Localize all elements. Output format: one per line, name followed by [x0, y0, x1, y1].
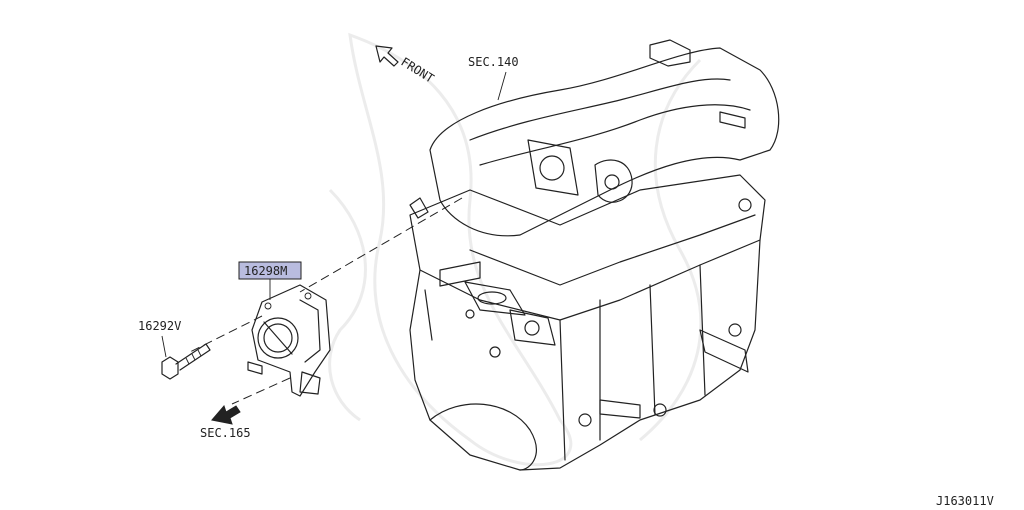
assembly-line-bolt — [189, 315, 263, 353]
bolt[interactable] — [161, 343, 211, 380]
sec140-label: SEC.140 — [468, 55, 519, 69]
diagram-code: J163011V — [936, 494, 994, 508]
part-number-bolt[interactable]: 16292V — [138, 319, 181, 333]
engine-assembly — [409, 39, 780, 471]
bolt-leader — [161, 335, 167, 358]
sec165-label: SEC.165 — [200, 426, 251, 440]
sec140-leader — [497, 71, 507, 101]
part-number-throttle-body: 16298M — [244, 264, 287, 278]
part-callout-throttle-body[interactable]: 16298M — [238, 261, 302, 300]
assembly-line-sec165 — [231, 377, 291, 405]
sec165-arrow — [211, 405, 241, 425]
front-arrow: FRONT — [375, 45, 436, 86]
front-label: FRONT — [398, 55, 436, 86]
throttle-body[interactable] — [247, 284, 331, 397]
watermark-emblem — [328, 32, 703, 467]
assembly-line-throttle — [299, 197, 463, 293]
